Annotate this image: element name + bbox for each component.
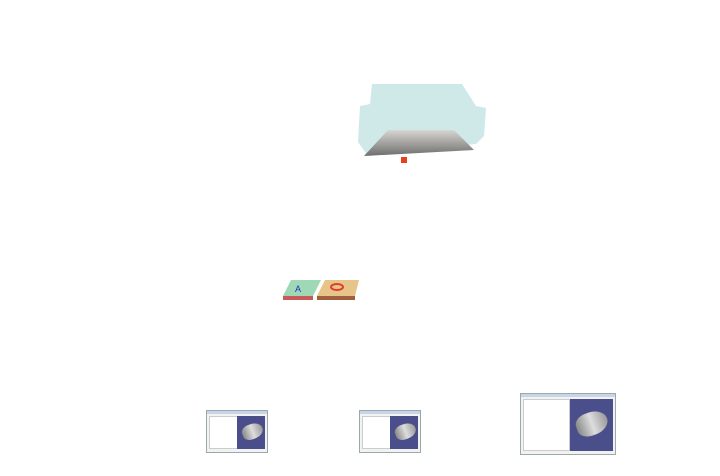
app-screenshot-thumbnail[interactable] xyxy=(520,393,616,455)
svg-text:A: A xyxy=(295,284,301,294)
red-marker-icon xyxy=(401,157,407,163)
app-screenshot-thumbnail[interactable] xyxy=(206,410,268,453)
app-screenshot-thumbnail[interactable] xyxy=(359,410,421,453)
floor-tiles-image: A xyxy=(283,280,359,300)
room-render-image xyxy=(358,84,486,156)
